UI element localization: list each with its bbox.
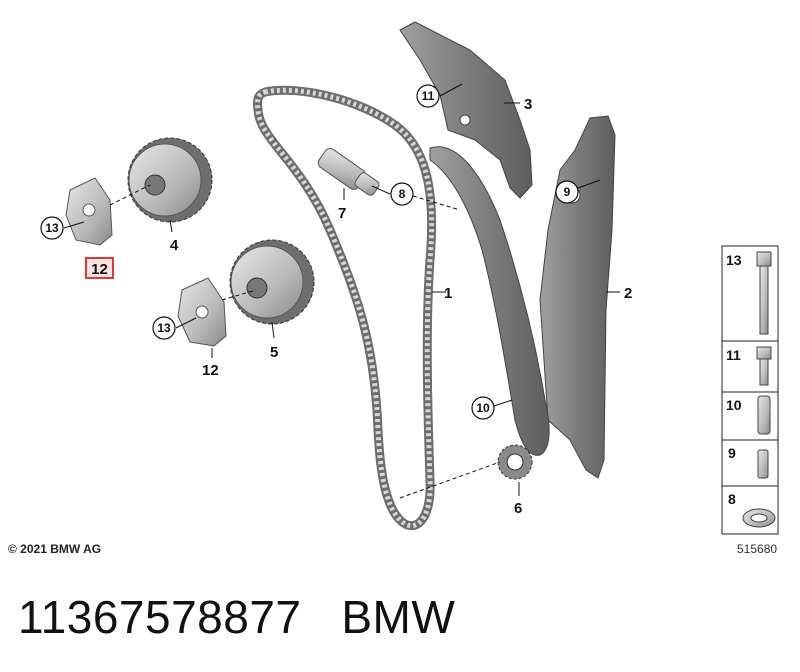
bolt-13-icon [756, 251, 772, 335]
washer-8-icon [742, 508, 776, 528]
caption: 11367578877 BMW [18, 590, 455, 644]
legend-item-11: 11 [726, 347, 741, 363]
crank-sprocket [497, 444, 533, 480]
svg-text:13: 13 [157, 321, 171, 335]
callout-8: 8 [390, 182, 414, 206]
svg-text:8: 8 [399, 187, 406, 201]
bolt-11-icon [756, 346, 772, 386]
part-number: 11367578877 [18, 591, 302, 643]
legend-item-10: 10 [726, 397, 742, 413]
camshaft-adjuster-intake [127, 137, 213, 223]
svg-text:11: 11 [422, 89, 435, 103]
leader-lines [63, 83, 620, 499]
cover-plate-lower [177, 277, 227, 347]
tensioner-rail [429, 146, 550, 456]
copyright-text: © 2021 BMW AG [8, 542, 102, 556]
svg-text:12: 12 [91, 261, 108, 278]
callout-9: 9 [555, 180, 579, 204]
bushing-10-icon [757, 395, 771, 435]
svg-text:9: 9 [564, 185, 571, 199]
cover-plate-upper [65, 177, 113, 246]
highlighted-part-12: 12 [85, 257, 114, 279]
chain-tensioner [317, 148, 380, 196]
pin-9-icon [757, 449, 769, 479]
label-12b: 12 [202, 362, 219, 379]
brand-name: BMW [341, 591, 456, 643]
legend-item-13: 13 [726, 252, 742, 268]
legend-item-9: 9 [728, 445, 736, 461]
parts-legend: 13 11 10 9 8 [721, 245, 779, 535]
upper-guide-bracket [399, 21, 533, 199]
label-4: 4 [170, 237, 179, 254]
label-5: 5 [270, 344, 278, 361]
label-1: 1 [444, 285, 452, 302]
label-7: 7 [338, 205, 346, 222]
svg-text:10: 10 [476, 401, 490, 415]
guide-rail [539, 115, 616, 479]
label-6: 6 [514, 500, 522, 517]
diagram-code: 515680 [737, 542, 778, 556]
callout-13a: 13 [40, 216, 64, 240]
parts-diagram: 13 13 11 8 9 10 1 2 3 4 5 6 7 12 12 13 [40, 21, 779, 535]
timing-chain [253, 85, 437, 531]
callout-10: 10 [471, 396, 495, 420]
callout-13b: 13 [152, 316, 176, 340]
legend-item-8: 8 [728, 491, 736, 507]
camshaft-adjuster-exhaust [229, 239, 315, 325]
callout-11: 11 [416, 84, 440, 108]
svg-text:13: 13 [45, 221, 59, 235]
label-2: 2 [624, 285, 632, 302]
label-3: 3 [524, 96, 532, 113]
